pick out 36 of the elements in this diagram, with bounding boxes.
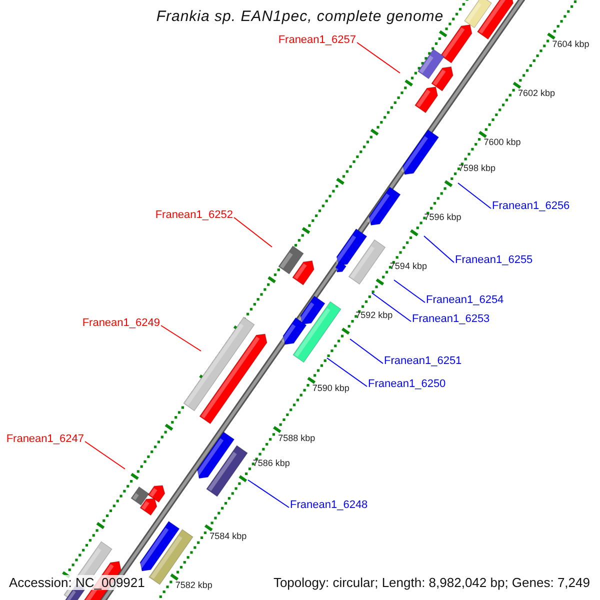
scale-label: 7594 kbp [390,260,427,272]
scale-label: 7592 kbp [356,310,393,322]
gene-label: Franean1_6252 [155,209,233,222]
title: Frankia sp. EAN1pec, complete genome [156,8,444,25]
leader-line [160,325,202,352]
gene-label: Franean1_6248 [290,499,368,512]
scale-label: 7584 kbp [210,530,247,542]
gene-label: Franean1_6257 [278,34,356,47]
scale-label: 7586 kbp [252,458,290,469]
gene-label: Franean1_6251 [384,355,462,368]
scale-label: 7588 kbp [278,432,316,444]
scale-label: 7604 kbp [552,39,590,50]
leader-line [394,280,426,303]
leader-line [356,42,400,74]
gene-label: Franean1_6255 [455,254,533,267]
leader-line [234,217,272,248]
leader-line [326,358,368,387]
gene-label: Franean1_6256 [492,200,570,213]
gene-label: Franean1_6247 [6,433,84,446]
gene-label: Franean1_6253 [412,313,490,326]
scale-label: 7600 kbp [484,137,521,148]
leader-line [350,338,384,364]
gene-label: Franean1_6249 [82,317,160,330]
leader-line [424,236,454,263]
scale-label: 7602 kbp [518,88,556,100]
leader-line [372,292,412,322]
leader-line [458,182,492,209]
info-text: Topology: circular; Length: 8,982,042 bp; Genes: 7,249 [273,575,590,590]
scale-label: 7590 kbp [312,383,350,394]
scale-label: 7598 kbp [458,162,496,174]
scale-label: 7596 kbp [424,212,462,223]
gene-label: Franean1_6250 [368,378,446,391]
gene-label: Franean1_6254 [426,294,504,307]
leader-line [84,441,126,470]
scale-label: 7582 kbp [175,580,212,592]
leader-line [248,480,290,508]
